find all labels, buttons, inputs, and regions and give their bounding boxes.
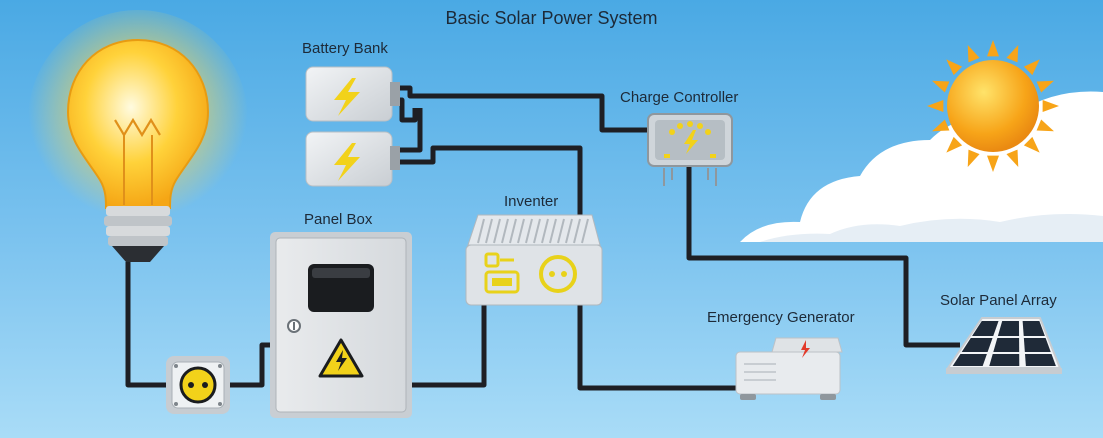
sun-ray <box>987 155 999 172</box>
solar-cell <box>997 321 1020 336</box>
inverter-fin <box>525 218 533 244</box>
panel-box-icon <box>270 232 412 418</box>
charge-controller-icon <box>647 113 733 186</box>
solar-cell <box>1025 354 1056 366</box>
sun-ray <box>967 45 980 63</box>
sun-ray <box>987 40 999 57</box>
sun-ray <box>932 80 950 93</box>
emergency-generator-label: Emergency Generator <box>707 309 855 326</box>
battery-icon <box>305 131 400 187</box>
inverter-fin <box>533 218 541 244</box>
sun-ray <box>1036 119 1054 132</box>
solar-cell <box>961 338 993 352</box>
sun-ray <box>1006 45 1019 63</box>
light-bulb-icon <box>28 10 248 262</box>
inverter-fin <box>541 218 549 244</box>
inverter-fin <box>501 218 509 244</box>
diagram-title: Basic Solar Power System <box>445 8 658 28</box>
inverter-fin <box>509 218 517 244</box>
inverter-fin <box>581 218 589 244</box>
inverter-fin <box>557 218 565 244</box>
sun-ray <box>927 100 944 112</box>
solar-cell <box>989 354 1020 366</box>
battery-bank-label: Battery Bank <box>302 40 388 57</box>
inverter-fin <box>565 218 573 244</box>
inverter-icon <box>465 214 603 306</box>
charge-controller-label: Charge Controller <box>620 89 739 106</box>
solar-cell <box>993 338 1020 352</box>
generator-icon <box>735 337 843 400</box>
sun-ray <box>1036 80 1054 93</box>
power-socket-icon <box>166 356 230 414</box>
warning-triangle-icon <box>318 338 364 378</box>
inverter-fin <box>517 218 525 244</box>
solar-cell <box>952 354 987 366</box>
battery-icon <box>305 66 400 122</box>
sun-icon <box>927 40 1059 172</box>
sun-ray <box>1006 149 1019 167</box>
sun-ray <box>946 136 963 153</box>
inverter-fin <box>477 218 485 244</box>
inverter-fin <box>549 218 557 244</box>
inverter-fin <box>485 218 493 244</box>
sun-ray <box>932 119 950 132</box>
cloud-icon <box>740 91 1103 242</box>
solar-panel-array-label: Solar Panel Array <box>940 292 1057 309</box>
solar-cell <box>1023 338 1051 352</box>
wiring <box>125 85 960 391</box>
solar-panel-icon <box>946 317 1062 374</box>
inverter-fin <box>573 218 581 244</box>
sun-ray <box>967 149 980 167</box>
sun-ray <box>1023 136 1040 153</box>
sun-ray <box>1042 100 1059 112</box>
panel-box-label: Panel Box <box>304 211 373 228</box>
inverter-fin <box>493 218 501 244</box>
inverter-label: Inventer <box>504 193 559 210</box>
sun-ray <box>1023 59 1040 76</box>
sun-ray <box>946 59 963 76</box>
solar-cell <box>972 321 999 336</box>
solar-cell <box>1022 321 1045 336</box>
